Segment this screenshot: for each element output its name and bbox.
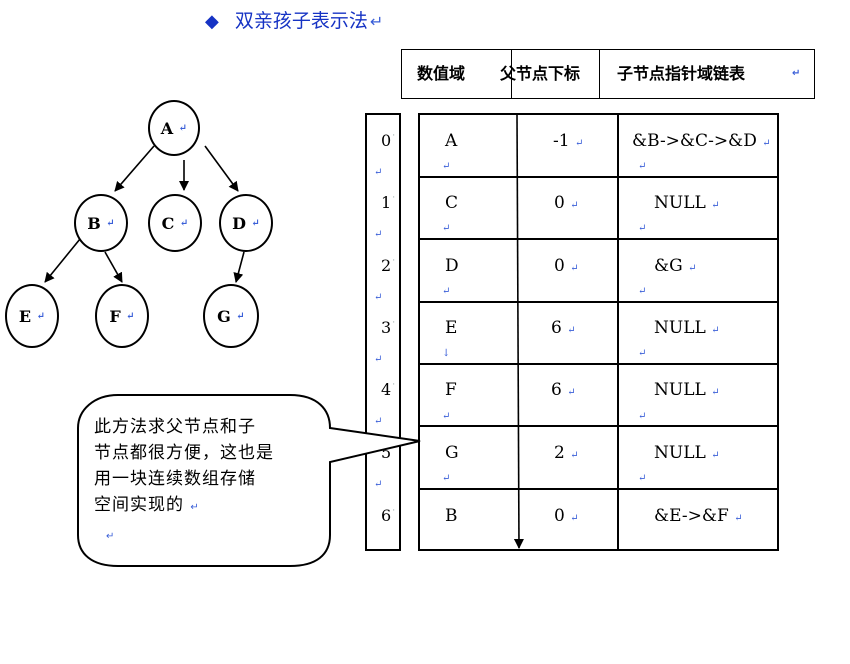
paragraph-mark-icon: ↵: [442, 286, 451, 297]
paragraph-mark-icon: ↵: [638, 286, 647, 297]
cell-value: D: [445, 256, 459, 276]
array-index: 4·: [381, 380, 396, 399]
header-parent-index: 父节点下标: [500, 64, 581, 83]
tree-node-g: G ↵: [203, 284, 259, 348]
cell-children: NULL ↵: [654, 193, 720, 213]
cell-parent: 0 ↵: [554, 193, 579, 213]
tree-node-b: B ↵: [74, 194, 128, 252]
tree-edge-a-d: [204, 145, 239, 192]
paragraph-mark-icon: ↵: [374, 416, 383, 427]
paragraph-mark-icon: ↵: [374, 354, 383, 365]
cell-parent: 6 ↵: [551, 380, 576, 400]
tree-node-a: A ↵: [148, 100, 200, 156]
tree-node-e: E ↵: [5, 284, 59, 348]
diamond-bullet-icon: ◆: [205, 11, 219, 32]
cell-children: NULL ↵: [654, 443, 720, 463]
row-divider: [420, 238, 777, 240]
row-divider: [420, 488, 777, 490]
cell-children: &B->&C->&D ↵: [632, 131, 771, 151]
cell-children: NULL ↵: [654, 318, 720, 338]
tree-node-d: D ↵: [219, 194, 273, 252]
paragraph-mark-icon: ↓: [442, 348, 451, 359]
paragraph-mark-icon: ↵: [374, 292, 383, 303]
array-index: 2·: [381, 256, 396, 275]
paragraph-mark-icon: ↵: [442, 473, 451, 484]
node-array-table: A -1 ↵ &B->&C->&D ↵ C 0 ↵ NULL ↵ D 0 ↵ &…: [418, 113, 779, 551]
paragraph-mark-icon: ↵: [374, 479, 383, 490]
row-divider: [420, 301, 777, 303]
tree-edge-a-b: [114, 145, 155, 192]
cell-value: F: [445, 380, 457, 400]
cell-parent: 0 ↵: [554, 256, 579, 276]
table-arrow: [513, 114, 524, 549]
cell-value: E: [445, 318, 458, 338]
paragraph-mark-icon: ↵: [374, 229, 383, 240]
row-divider: [420, 363, 777, 365]
cell-parent: -1 ↵: [553, 131, 584, 151]
title-text: 双亲孩子表示法: [234, 10, 368, 32]
cell-value: C: [445, 193, 459, 213]
paragraph-mark-icon: ↵: [638, 161, 647, 172]
array-index: 6·: [381, 506, 396, 525]
callout-line: ↵: [106, 531, 116, 542]
header-divider: [599, 50, 600, 98]
diagram-title: ◆ 双亲孩子表示法↵: [205, 6, 383, 36]
callout-line: 节点都很方便，这也是: [94, 443, 274, 463]
callout-bubble: [77, 394, 421, 567]
header-value-field: 数值域: [417, 64, 466, 83]
tree-edge-b-e: [44, 238, 81, 283]
cell-parent: 6 ↵: [551, 318, 576, 338]
paragraph-mark-icon: ↵: [638, 411, 647, 422]
cell-children: NULL ↵: [654, 380, 720, 400]
callout-text: 此方法求父节点和子 节点都很方便，这也是 用一块连续数组存储 空间实现的 ↵ ↵: [94, 414, 314, 550]
header-child-pointer-list: 子节点指针域链表: [617, 64, 746, 83]
cell-value: A: [445, 131, 458, 151]
array-index: 1·: [381, 193, 396, 212]
paragraph-mark-icon: ↵: [638, 473, 647, 484]
cell-children: &E->&F ↵: [654, 506, 743, 526]
row-divider: [420, 176, 777, 178]
tree-edge-d-g: [233, 251, 245, 283]
array-index: 3·: [381, 318, 396, 337]
paragraph-mark-icon: ↵: [442, 223, 451, 234]
cell-parent: 0 ↵: [554, 506, 579, 526]
column-divider: [617, 115, 619, 549]
callout-line: 空间实现的 ↵: [94, 495, 200, 515]
callout-line: 用一块连续数组存储: [94, 469, 256, 489]
paragraph-mark-icon: ↵: [442, 411, 451, 422]
callout-line: 此方法求父节点和子: [94, 417, 256, 437]
cell-children: &G ↵: [654, 256, 697, 276]
cell-value: B: [445, 506, 458, 526]
row-divider: [420, 425, 777, 427]
cell-value: G: [445, 443, 459, 463]
array-index: 0·: [381, 131, 396, 150]
paragraph-mark-icon: ↵: [442, 161, 451, 172]
paragraph-mark-icon: ↵: [638, 348, 647, 359]
paragraph-mark-icon: ↵: [374, 167, 383, 178]
table-header: 数值域 父节点下标 子节点指针域链表 ↵: [401, 49, 815, 99]
cell-parent: 2 ↵: [554, 443, 579, 463]
header-divider: [511, 50, 512, 98]
paragraph-mark-icon: ↵: [792, 68, 801, 79]
tree-edge-b-f: [104, 251, 123, 283]
paragraph-mark-icon: ↵: [369, 12, 384, 31]
paragraph-mark-icon: ↵: [638, 223, 647, 234]
tree-node-c: C ↵: [148, 194, 202, 252]
tree-node-f: F ↵: [95, 284, 149, 348]
